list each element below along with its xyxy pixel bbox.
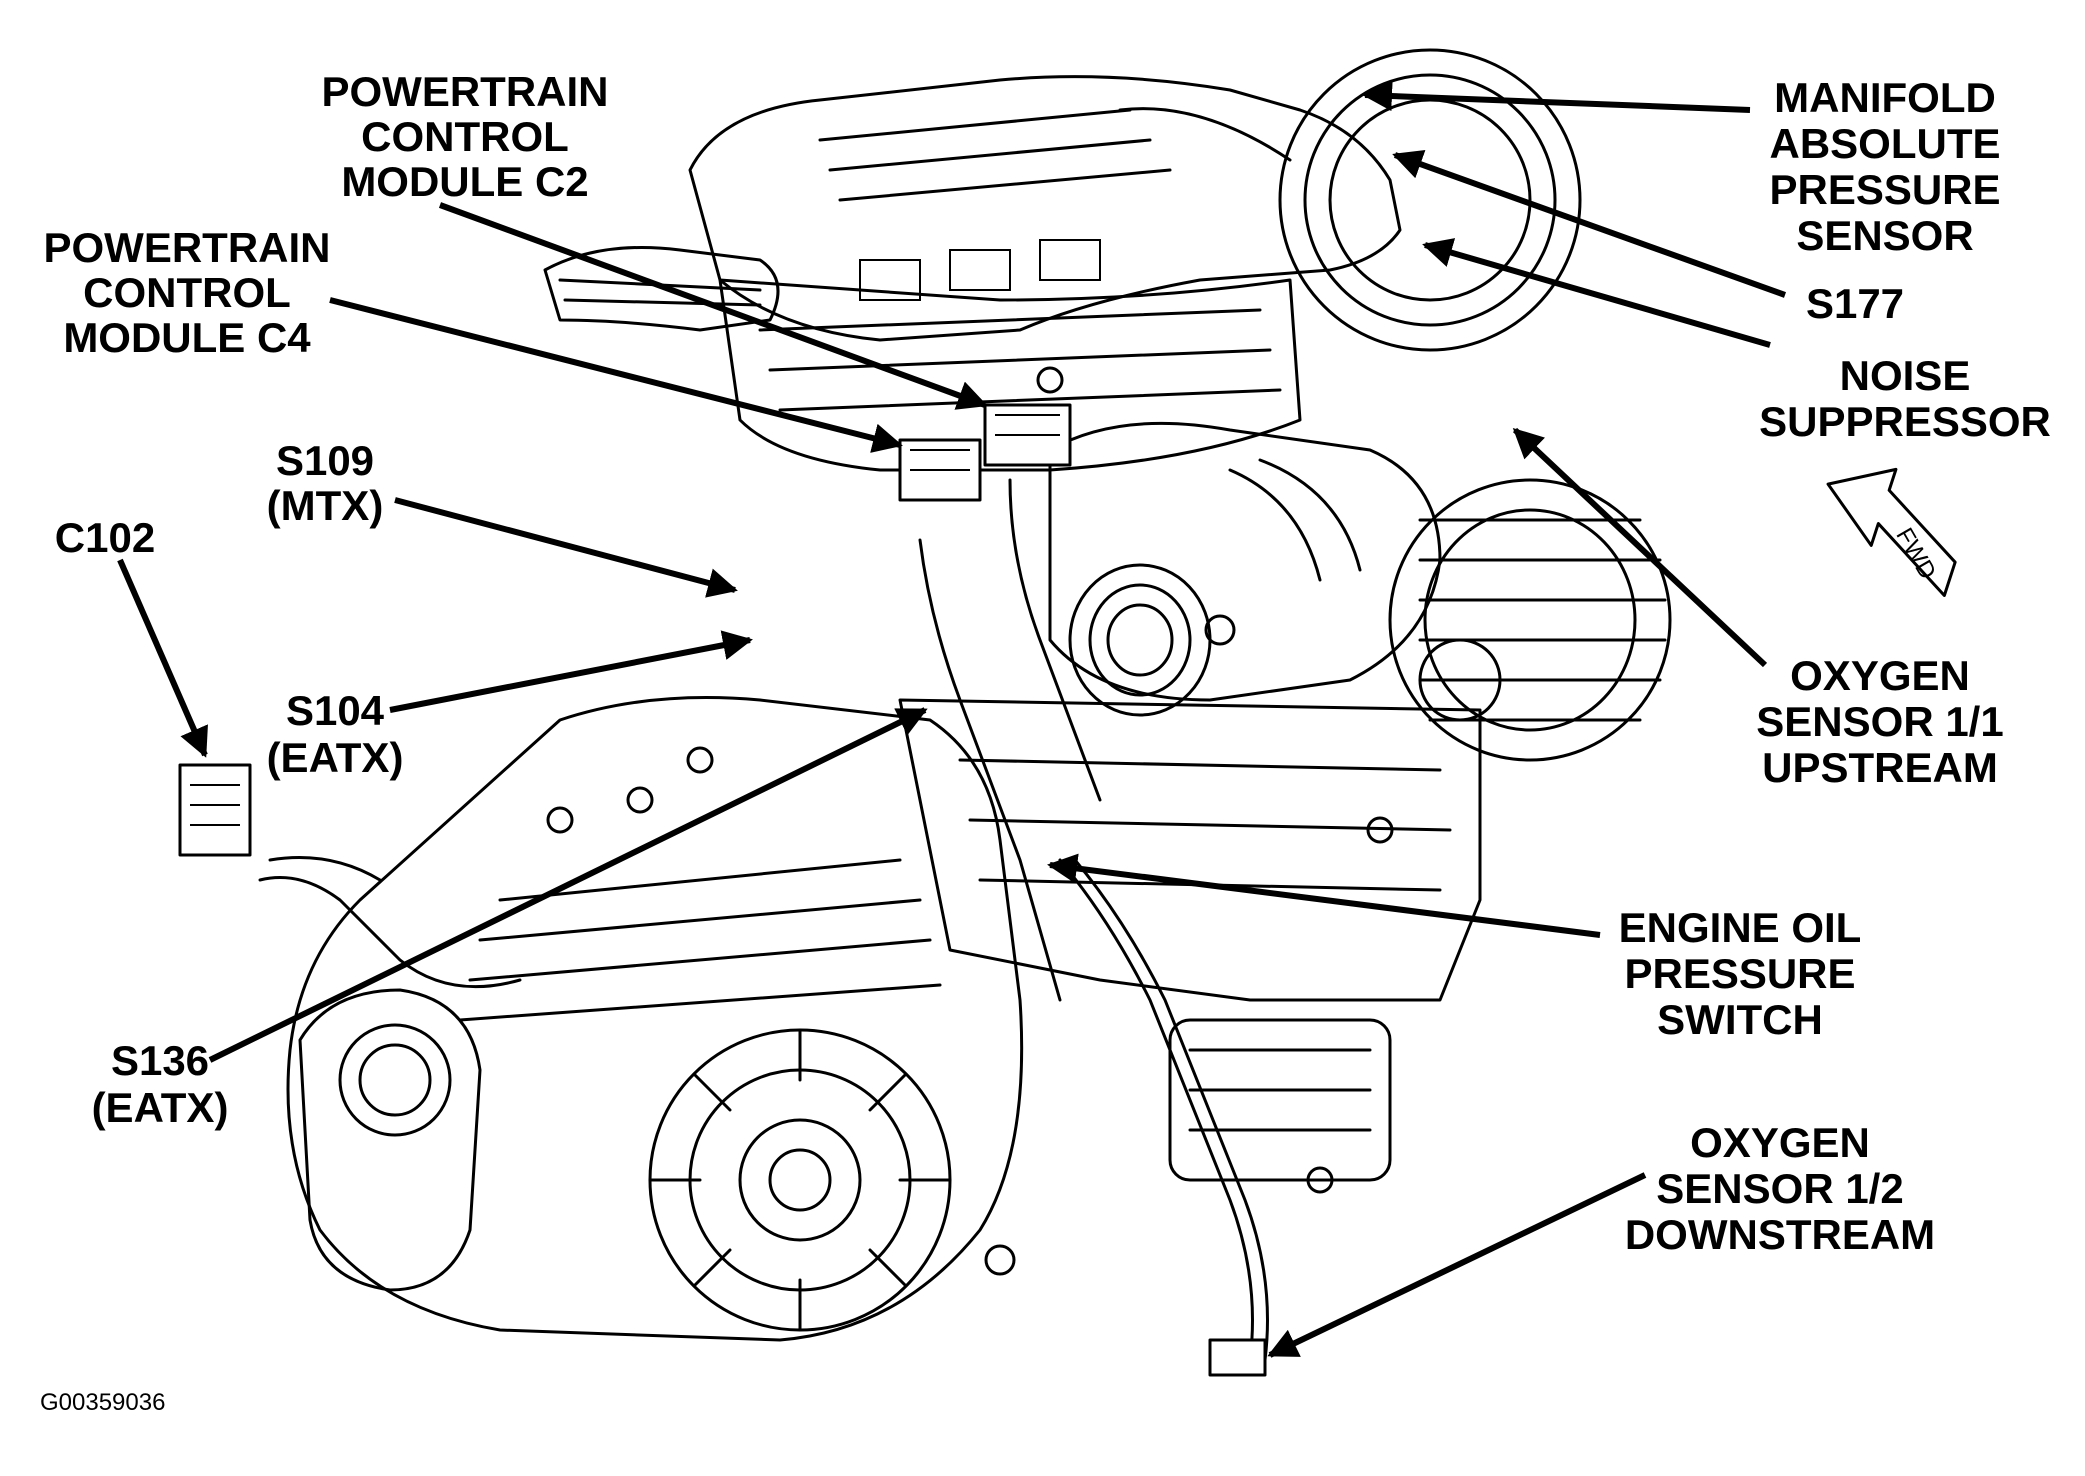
callout-line: MODULE C2 xyxy=(341,158,588,205)
callout-line: OXYGEN xyxy=(1690,1119,1870,1166)
callout-engine-oil-pressure-switch: ENGINE OIL PRESSURE SWITCH xyxy=(1619,904,1862,1043)
callout-line: MANIFOLD xyxy=(1774,74,1996,121)
callout-line: (MTX) xyxy=(267,482,384,529)
callout-c102: C102 xyxy=(55,514,155,561)
callout-s136: S136 (EATX) xyxy=(92,1037,229,1131)
callout-line: POWERTRAIN xyxy=(322,68,609,115)
callout-oxygen-sensor-1-2-downstream: OXYGEN SENSOR 1/2 DOWNSTREAM xyxy=(1625,1119,1935,1258)
leader-o2-upstream xyxy=(1512,427,1768,668)
leader-s109 xyxy=(394,497,738,598)
callout-line: CONTROL xyxy=(361,113,569,160)
callout-s104: S104 (EATX) xyxy=(267,687,404,781)
callout-line: NOISE xyxy=(1840,352,1971,399)
callout-line: PRESSURE xyxy=(1624,950,1855,997)
callout-line: UPSTREAM xyxy=(1762,744,1998,791)
callout-line: CONTROL xyxy=(83,269,291,316)
callout-s109: S109 (MTX) xyxy=(267,437,384,529)
leader-s136 xyxy=(208,707,928,1063)
leader-s177 xyxy=(1392,150,1787,298)
callout-line: S136 xyxy=(111,1037,209,1084)
callout-manifold-absolute-pressure-sensor: MANIFOLD ABSOLUTE PRESSURE SENSOR xyxy=(1769,74,2000,259)
callout-line: S109 xyxy=(276,437,374,484)
leader-noise-suppressor xyxy=(1422,238,1771,348)
callout-oxygen-sensor-1-1-upstream: OXYGEN SENSOR 1/1 UPSTREAM xyxy=(1756,652,2003,791)
leader-s104 xyxy=(389,630,753,713)
callout-line: SENSOR 1/2 xyxy=(1656,1165,1903,1212)
forward-direction-arrow-icon: FWD xyxy=(1826,467,1957,597)
callout-powertrain-control-module-c2: POWERTRAIN CONTROL MODULE C2 xyxy=(322,68,609,205)
callout-line: SWITCH xyxy=(1657,996,1823,1043)
callout-noise-suppressor: NOISE SUPPRESSOR xyxy=(1759,352,2051,445)
leader-arrows xyxy=(117,81,1787,1358)
callout-line: ENGINE OIL xyxy=(1619,904,1862,951)
callout-line: POWERTRAIN xyxy=(44,224,331,271)
leader-o2-downstream xyxy=(1267,1172,1647,1358)
engine-illustration xyxy=(178,48,1672,1377)
leader-pcm-c4 xyxy=(329,297,903,453)
leader-pcm-c2 xyxy=(438,202,988,410)
callout-line: ABSOLUTE xyxy=(1770,120,2001,167)
leader-c102 xyxy=(117,558,208,758)
callout-line: PRESSURE xyxy=(1769,166,2000,213)
callout-line: DOWNSTREAM xyxy=(1625,1211,1935,1258)
callout-line: S177 xyxy=(1806,280,1904,327)
leader-oil-pressure xyxy=(1047,853,1601,938)
callout-line: C102 xyxy=(55,514,155,561)
callout-line: SUPPRESSOR xyxy=(1759,398,2051,445)
callout-line: S104 xyxy=(286,687,385,734)
callout-powertrain-control-module-c4: POWERTRAIN CONTROL MODULE C4 xyxy=(44,224,331,361)
figure-id: G00359036 xyxy=(40,1389,165,1416)
callout-line: OXYGEN xyxy=(1790,652,1970,699)
leader-map-sensor xyxy=(1362,81,1751,113)
callout-line: SENSOR 1/1 xyxy=(1756,698,2003,745)
callout-line: MODULE C4 xyxy=(63,314,311,361)
callout-line: (EATX) xyxy=(267,734,404,781)
callout-line: (EATX) xyxy=(92,1084,229,1131)
callout-line: SENSOR xyxy=(1796,212,1973,259)
callout-s177: S177 xyxy=(1806,280,1904,327)
